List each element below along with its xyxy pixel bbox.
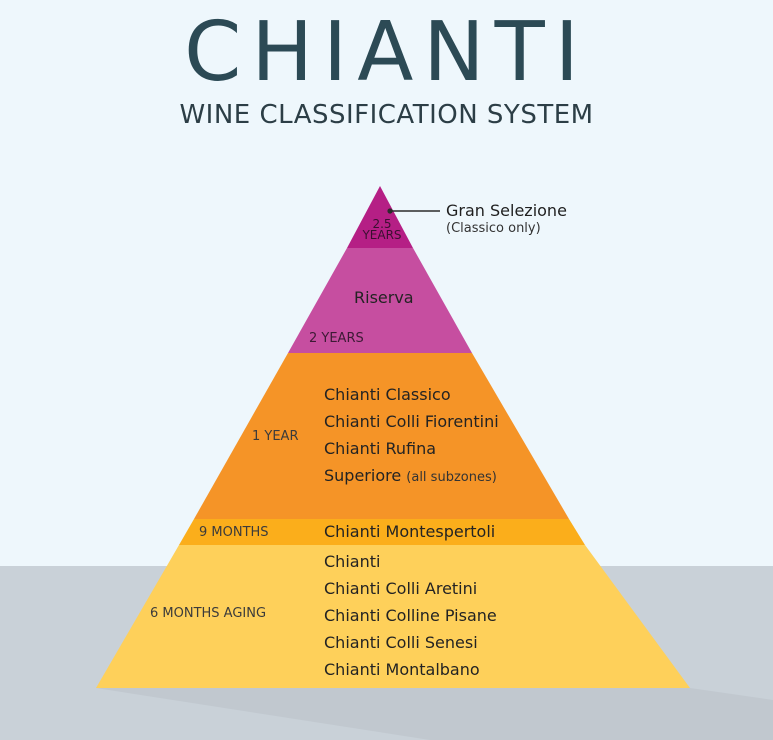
page-title: CHIANTI	[184, 5, 589, 100]
tier-gran-selezione	[347, 186, 413, 248]
riserva-name: Riserva	[354, 288, 414, 307]
wine-chianti-classico: Chianti Classico	[324, 385, 451, 404]
wine-chianti-colline-pisane: Chianti Colline Pisane	[324, 606, 497, 625]
superiore-name: Superiore	[324, 466, 402, 485]
wine-chianti-colli-senesi: Chianti Colli Senesi	[324, 633, 478, 652]
aging-label-riserva: 2 YEARS	[309, 331, 364, 346]
tier-six-months	[96, 545, 690, 688]
wine-chianti-montespertoli: Chianti Montespertoli	[324, 522, 496, 541]
tier-one-year	[194, 353, 569, 519]
wine-chianti-rufina: Chianti Rufina	[324, 439, 437, 458]
tier-nine-months	[179, 519, 585, 545]
aging-label-gran-selezione: 2.5 YEARS	[362, 217, 402, 243]
superiore-note: (all subzones)	[406, 470, 497, 485]
aging-value: 2.5	[372, 217, 392, 231]
wine-chianti-colli-aretini: Chianti Colli Aretini	[324, 579, 478, 598]
wine-chianti-colli-fiorentini: Chianti Colli Fiorentini	[324, 412, 499, 431]
callout-dot	[387, 208, 393, 214]
wine-superiore: Superiore (all subzones)	[324, 466, 497, 485]
wine-chianti: Chianti	[324, 552, 381, 571]
aging-label-nine-months: 9 MONTHS	[199, 525, 269, 540]
page-subtitle: WINE CLASSIFICATION SYSTEM	[179, 100, 594, 130]
aging-unit: YEARS	[362, 228, 402, 243]
tier-riserva	[288, 248, 472, 353]
gran-selezione-name: Gran Selezione	[446, 201, 567, 220]
wine-chianti-montalbano: Chianti Montalbano	[324, 660, 480, 679]
gran-selezione-note: (Classico only)	[446, 221, 541, 236]
aging-label-six-months: 6 MONTHS AGING	[150, 606, 267, 621]
aging-label-one-year: 1 YEAR	[252, 429, 299, 444]
